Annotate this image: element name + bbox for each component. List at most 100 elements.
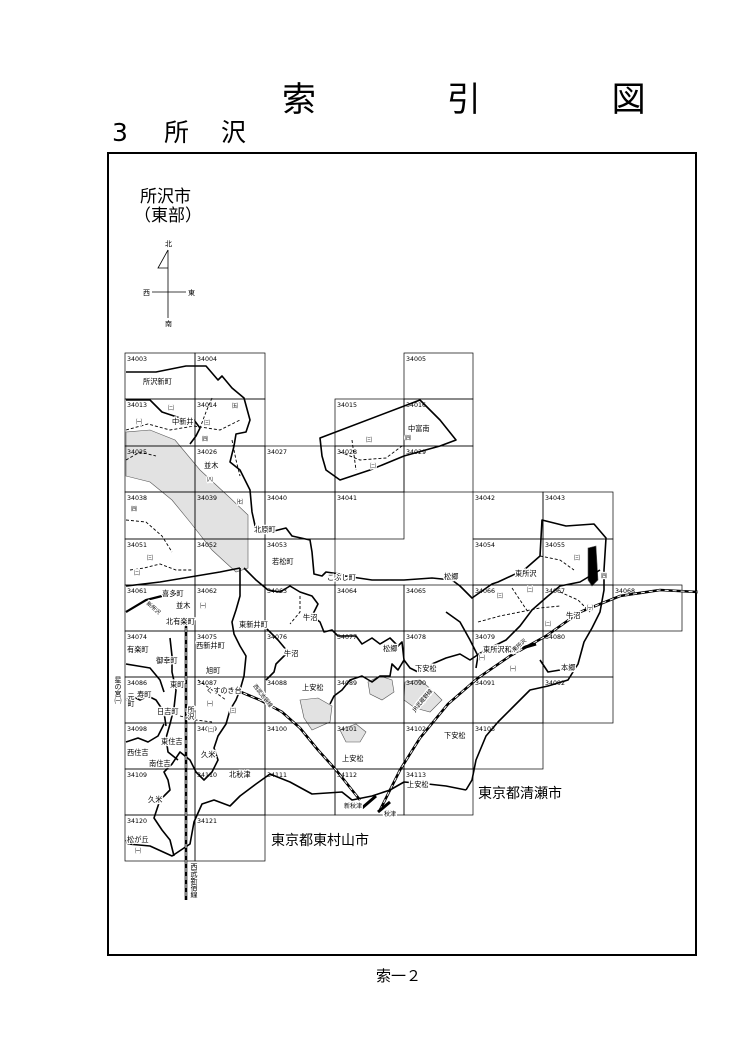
place-label: 中富南 bbox=[408, 424, 430, 433]
place-label: 牛沼 bbox=[303, 613, 317, 622]
place-label: 下安松 bbox=[415, 664, 437, 673]
place-label: 並木 bbox=[204, 461, 218, 470]
map-labels: 所沢新町中新井並木北原町若松町こぶし町中富南松郷東所沢喜多町並木北有楽町東新井町… bbox=[113, 376, 609, 900]
grid-cell bbox=[612, 584, 683, 632]
grid-cell-id: 34076 bbox=[267, 634, 287, 641]
grid-cell-id: 34013 bbox=[127, 402, 147, 409]
place-label: 本郷 bbox=[561, 663, 575, 672]
district-number: ㈠ bbox=[200, 602, 206, 610]
place-label: 中新井 bbox=[172, 417, 194, 426]
grid-cell-id: 34041 bbox=[337, 495, 357, 502]
place-label: 御幸町 bbox=[156, 656, 178, 665]
shaded-areas bbox=[125, 429, 599, 743]
grid-cell-id: 34068 bbox=[615, 588, 635, 595]
district-number: ㈢ bbox=[574, 554, 580, 562]
grid-cell-id: 34090 bbox=[406, 680, 426, 687]
grid-cell-id: 34015 bbox=[337, 402, 357, 409]
grid-cell-id: 34100 bbox=[267, 726, 287, 733]
station-label: 新秋津 bbox=[344, 802, 362, 810]
grid-cell-id: 34025 bbox=[127, 449, 147, 456]
city-name: 所沢市 bbox=[140, 187, 191, 207]
grid-cell-id: 34064 bbox=[337, 588, 357, 595]
district-number: ㈠ bbox=[510, 665, 516, 673]
place-label: 旭町 bbox=[206, 666, 220, 675]
district-number: ㈦ bbox=[237, 498, 243, 506]
district-number: ㈠ bbox=[136, 418, 142, 426]
section-heading: 3 所 沢 bbox=[112, 118, 258, 148]
place-label: 松郷 bbox=[444, 572, 458, 581]
place-label: 並木 bbox=[176, 601, 190, 610]
place-label: 所沢新町 bbox=[143, 377, 172, 386]
rail-line-label: 新所沢 bbox=[145, 599, 163, 616]
district-number: ㈢ bbox=[204, 419, 210, 427]
place-label: 喜多町 bbox=[162, 589, 184, 598]
place-label: くすのき台 bbox=[206, 686, 242, 695]
district-number: ㈡ bbox=[370, 462, 376, 470]
district-number: ㈢ bbox=[497, 592, 503, 600]
district-number: ㈡ bbox=[208, 726, 214, 734]
compass-icon: 北 南 東 西 bbox=[143, 240, 195, 328]
grid-cell-id: 34087 bbox=[197, 680, 217, 687]
place-label: 南住吉 bbox=[149, 759, 171, 768]
grid-cell-id: 34078 bbox=[406, 634, 426, 641]
compass-west: 西 bbox=[143, 289, 150, 297]
grid-cell-id: 34098 bbox=[127, 726, 147, 733]
vertical-label: 西武新宿線 bbox=[190, 863, 198, 898]
district-number: ㈠ bbox=[207, 700, 213, 708]
grid-cell-id: 34038 bbox=[127, 495, 147, 502]
grid-cell-id: 34051 bbox=[127, 542, 147, 549]
district-number: ㈢ bbox=[230, 707, 236, 715]
place-label: 北秋津 bbox=[229, 770, 251, 779]
place-label: 若松町 bbox=[272, 557, 294, 566]
grid-cell bbox=[403, 768, 474, 816]
grid-cell-id: 34099 bbox=[197, 726, 217, 733]
place-label: 東新井町 bbox=[239, 620, 268, 629]
place-label: 下安松 bbox=[444, 731, 466, 740]
place-label: 牛沼 bbox=[566, 611, 580, 620]
page-footer: 索一２ bbox=[376, 967, 422, 985]
place-label: 寿町 bbox=[137, 690, 151, 699]
district-number: ㈠ bbox=[135, 847, 141, 855]
page-title: 索 引 図 bbox=[282, 80, 706, 120]
place-label: 松が丘 bbox=[127, 835, 149, 844]
grid-cell bbox=[472, 722, 544, 770]
grid-cell-id: 34027 bbox=[267, 449, 287, 456]
grid-cell-id: 34109 bbox=[127, 772, 147, 779]
district-number: ㈡ bbox=[134, 569, 140, 577]
grid-cell-id: 34062 bbox=[197, 588, 217, 595]
grid-cell-id: 34042 bbox=[475, 495, 495, 502]
grid-cell-id: 34028 bbox=[337, 449, 357, 456]
grid-cell bbox=[334, 491, 405, 540]
place-label: 上安松 bbox=[342, 754, 364, 763]
grid-cell-id: 34075 bbox=[197, 634, 217, 641]
place-label: 牛沼 bbox=[284, 649, 298, 658]
district-number: ㈧ bbox=[207, 477, 213, 484]
grid-cell-id: 34088 bbox=[267, 680, 287, 687]
vertical-label: 星の宮㈠ bbox=[114, 676, 122, 705]
grid-cell bbox=[542, 676, 614, 724]
grid-cell-id: 34043 bbox=[545, 495, 565, 502]
grid-cell-id: 34055 bbox=[545, 542, 565, 549]
grid-cell-id: 34103 bbox=[475, 726, 495, 733]
map-frame bbox=[107, 152, 697, 956]
neighbor-city-label: 東京都東村山市 bbox=[271, 832, 369, 849]
city-title: 所沢市 （東部） bbox=[134, 187, 202, 226]
place-label: 東町 bbox=[170, 680, 184, 689]
place-label: 西住吉 bbox=[127, 748, 149, 757]
grid-cell-id: 34054 bbox=[475, 542, 495, 549]
district-number: ㈤ bbox=[232, 402, 238, 410]
place-label: 久米 bbox=[201, 750, 215, 759]
grid-cell-id: 34079 bbox=[475, 634, 495, 641]
station-label: 秋津 bbox=[384, 810, 396, 818]
place-label: 東所沢和田 bbox=[483, 645, 519, 654]
grid-cell-id: 34086 bbox=[127, 680, 147, 687]
section-number: 3 bbox=[112, 118, 128, 147]
place-label: 松郷 bbox=[383, 644, 397, 653]
place-label: 日吉町 bbox=[157, 707, 179, 716]
district-number: ㈢ bbox=[366, 436, 372, 444]
section-name: 所 沢 bbox=[164, 118, 258, 147]
dashed-boundaries bbox=[125, 397, 591, 723]
place-label: 北原町 bbox=[254, 525, 276, 534]
grid-cell-id: 34101 bbox=[337, 726, 357, 733]
